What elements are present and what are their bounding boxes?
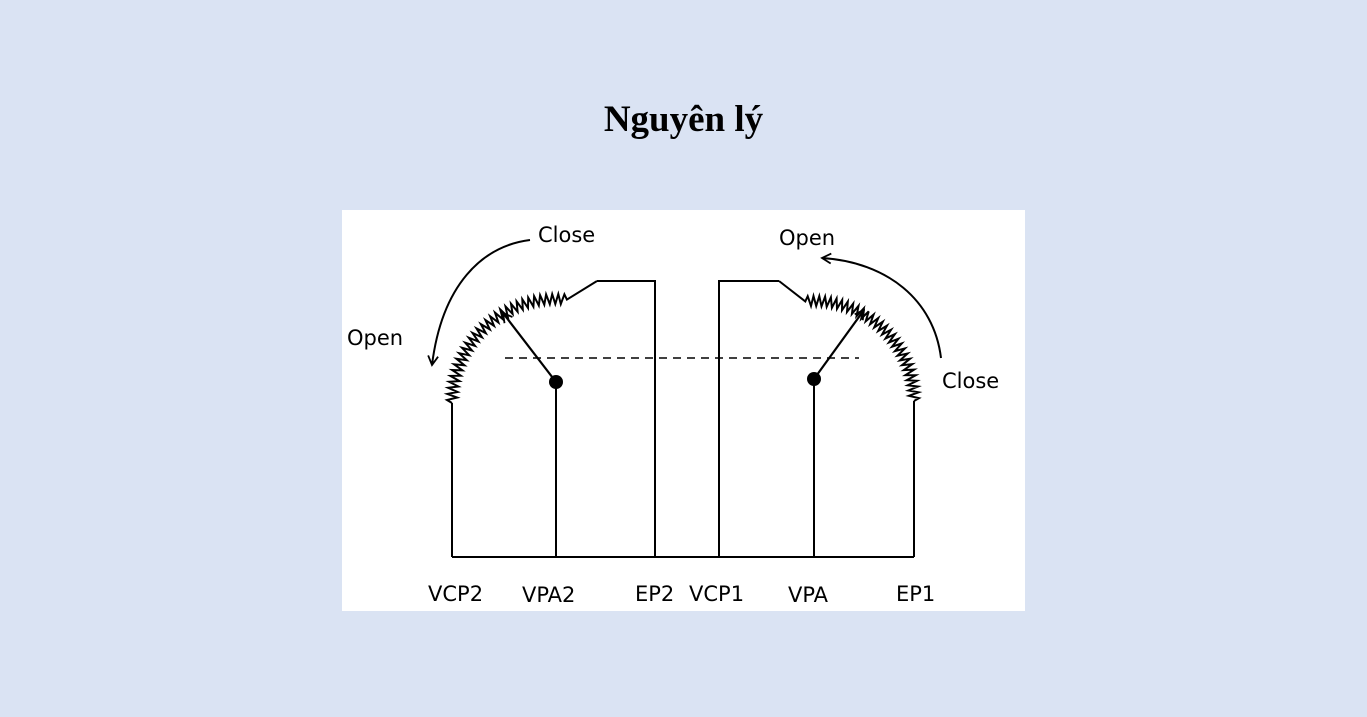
right-wiper-pivot <box>807 372 821 386</box>
terminal-label-vcp1: VCP1 <box>689 582 744 606</box>
left-open-label: Open <box>347 326 403 350</box>
terminal-label-ep1: EP1 <box>896 582 935 606</box>
left-resistor-element <box>443 280 598 404</box>
terminal-label-vcp2: VCP2 <box>428 582 483 606</box>
left-open-arrow <box>427 239 531 367</box>
potentiometer-diagram: Close Open Open Close VCP2 VPA2 EP2 VCP1… <box>342 210 1025 611</box>
left-close-label: Close <box>538 223 595 247</box>
terminal-label-vpa: VPA <box>788 583 829 607</box>
right-vcp1-wire <box>718 280 779 557</box>
right-open-arrow <box>820 252 942 359</box>
right-wiper-arrow <box>813 308 866 380</box>
left-ep2-wire <box>597 280 656 557</box>
diagram-canvas: Close Open Open Close VCP2 VPA2 EP2 VCP1… <box>347 223 999 607</box>
right-close-label: Close <box>942 369 999 393</box>
terminal-label-vpa2: VPA2 <box>522 583 575 607</box>
left-wiper-arrow <box>501 311 557 383</box>
slide-title: Nguyên lý <box>603 99 764 140</box>
right-open-label: Open <box>779 226 835 250</box>
right-resistor-element <box>778 280 923 402</box>
left-wiper-pivot <box>549 375 563 389</box>
terminal-label-ep2: EP2 <box>635 582 674 606</box>
